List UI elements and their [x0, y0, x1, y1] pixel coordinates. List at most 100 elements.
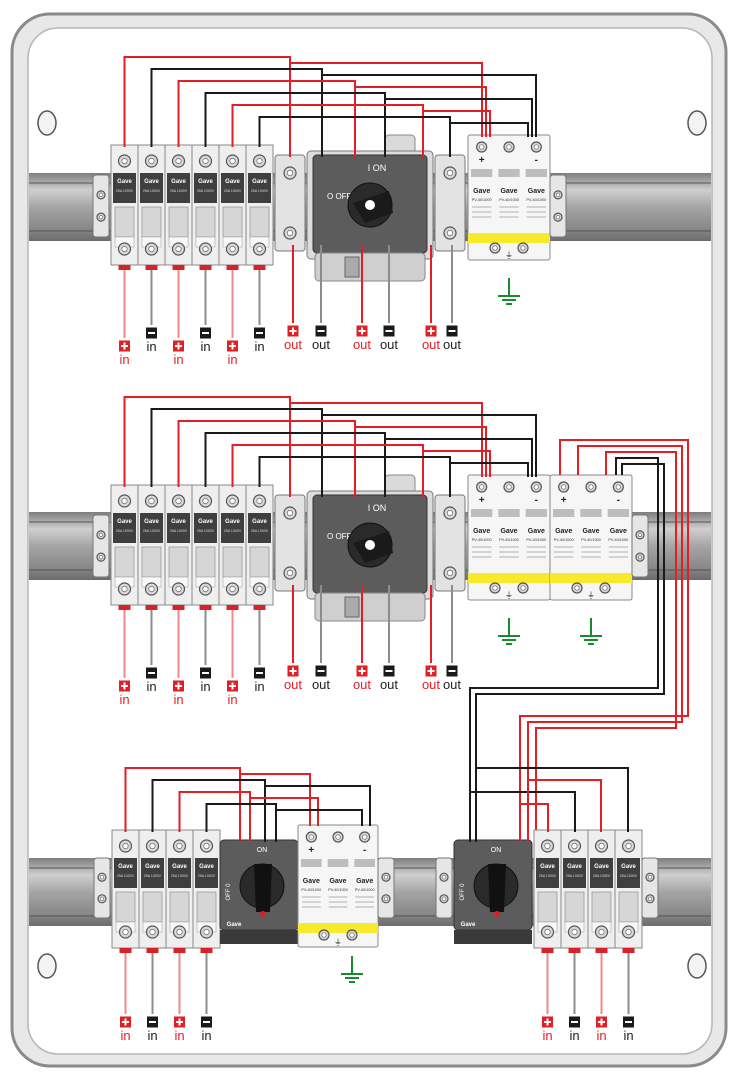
spd-window	[498, 509, 520, 517]
isolator-bottom	[314, 252, 426, 282]
spd-brand: Gave	[356, 878, 373, 885]
terminal-screw-center	[647, 875, 653, 880]
terminal-screw-center	[647, 896, 653, 901]
long-negative-wire	[469, 457, 659, 836]
fuse-red-foot	[118, 265, 131, 270]
input-label: in	[200, 679, 210, 694]
spd-brand: Gave	[610, 528, 627, 535]
fuse-rating: 25A 1000V	[170, 529, 188, 533]
fuse-rating: 25A 1000V	[170, 189, 188, 193]
negative-terminal-label: in	[200, 667, 211, 694]
spd-yellow-band	[468, 573, 550, 583]
output-label: out	[443, 337, 461, 352]
fuse-brand: Gave	[594, 864, 609, 870]
isolator-gland	[344, 596, 360, 618]
terminal-screw-center	[544, 842, 551, 850]
negative-wire	[258, 116, 451, 157]
spd-window	[607, 509, 629, 517]
positive-terminal-label: in	[173, 680, 184, 707]
spd-yellow-band	[468, 233, 550, 243]
spd-negative-feed	[385, 98, 533, 137]
isolator-bottom	[314, 592, 426, 622]
fuse-label-plate	[221, 513, 244, 543]
fuse-cartridge	[169, 891, 190, 923]
terminal-screw-center	[121, 585, 128, 593]
positive-wire	[231, 104, 424, 157]
spd-window	[471, 169, 493, 177]
terminal-screw-center	[349, 932, 355, 938]
terminal-screw-center	[479, 144, 485, 150]
negative-terminal-label: in	[254, 327, 265, 354]
terminal-screw-center	[98, 554, 104, 560]
terminal-screw-center	[121, 157, 128, 165]
small-knob-indicator	[260, 911, 266, 917]
terminal-screw-center	[506, 484, 512, 490]
small-switch-off: OFF 0	[460, 883, 466, 901]
spd-model: PV-40/1000	[526, 198, 546, 202]
switch-on-label: I ON	[368, 503, 387, 513]
spd-model: PV-40/1000	[472, 198, 492, 202]
fuse-red-foot	[200, 948, 213, 953]
fuse-cartridge	[141, 206, 162, 238]
terminal-screw-center	[256, 245, 263, 253]
terminal-screw-center	[229, 585, 236, 593]
spd-minus-label: -	[535, 155, 538, 166]
surge-protector-1: GavePV-40/1000GavePV-40/1000GavePV-40/10…	[467, 474, 551, 601]
positive-terminal-label: out	[422, 665, 440, 692]
long-positive-wire	[535, 451, 677, 836]
terminal-screw-center	[598, 928, 605, 936]
small-isolator-brand: Gave	[461, 922, 476, 928]
small-switch-off: OFF 0	[226, 883, 232, 901]
negative-terminal-label: out	[380, 325, 398, 352]
terminal-screw-center	[99, 875, 105, 880]
terminal-screw-center	[615, 484, 621, 490]
terminal-screw-center	[446, 169, 454, 177]
negative-terminal-label: in	[146, 667, 157, 694]
fuse-brand: Gave	[252, 179, 267, 185]
end-stop	[549, 174, 567, 238]
fuse-rating: 25A 1000V	[116, 189, 134, 193]
fuse-label-plate	[536, 858, 559, 888]
small-switch-on: ON	[491, 847, 502, 854]
spd-brand: Gave	[555, 528, 572, 535]
terminal-screw-center	[203, 842, 210, 850]
negative-wire	[150, 408, 323, 497]
negative-terminal-label: in	[623, 1016, 634, 1043]
output-label: out	[422, 337, 440, 352]
input-label: in	[173, 692, 183, 707]
spd-model: PV-40/1000	[608, 538, 628, 542]
output-label: out	[312, 337, 330, 352]
terminal-screw-center	[308, 834, 314, 840]
input-label: in	[596, 1028, 606, 1043]
fuse-cartridge	[222, 206, 243, 238]
spd-feed	[250, 797, 319, 826]
dc-isolator-row: I ONO OFF	[274, 474, 466, 622]
terminal-screw-center	[286, 229, 294, 237]
fuse-red-foot	[622, 948, 635, 953]
negative-wire	[150, 68, 323, 157]
spd-negative-feed	[385, 438, 533, 477]
spd-model: PV-40/1000	[499, 538, 519, 542]
spd-brand: Gave	[473, 188, 490, 195]
terminal-screw-center	[441, 896, 447, 901]
input-label: in	[119, 352, 129, 367]
fuse-label-plate	[113, 173, 136, 203]
right-wire	[469, 791, 576, 842]
terminal-screw-center	[286, 169, 294, 177]
input-label: in	[146, 679, 156, 694]
terminal-screw-center	[229, 497, 236, 505]
end-stop	[641, 857, 659, 919]
negative-terminal-label: in	[254, 667, 265, 694]
terminal-screw-center	[98, 532, 104, 538]
fuse-rating: 25A 1000V	[171, 874, 189, 878]
positive-terminal-label: in	[120, 1016, 131, 1043]
fuse-brand: Gave	[145, 864, 160, 870]
terminal-screw-center	[383, 896, 389, 901]
fuse-label-plate	[168, 858, 191, 888]
terminal-screw-center	[571, 842, 578, 850]
fuse-red-foot	[253, 265, 266, 270]
spd-window	[471, 509, 493, 517]
spd-negative-feed	[450, 122, 529, 137]
fuse-cartridge	[195, 546, 216, 578]
terminal-screw-center	[98, 214, 104, 220]
